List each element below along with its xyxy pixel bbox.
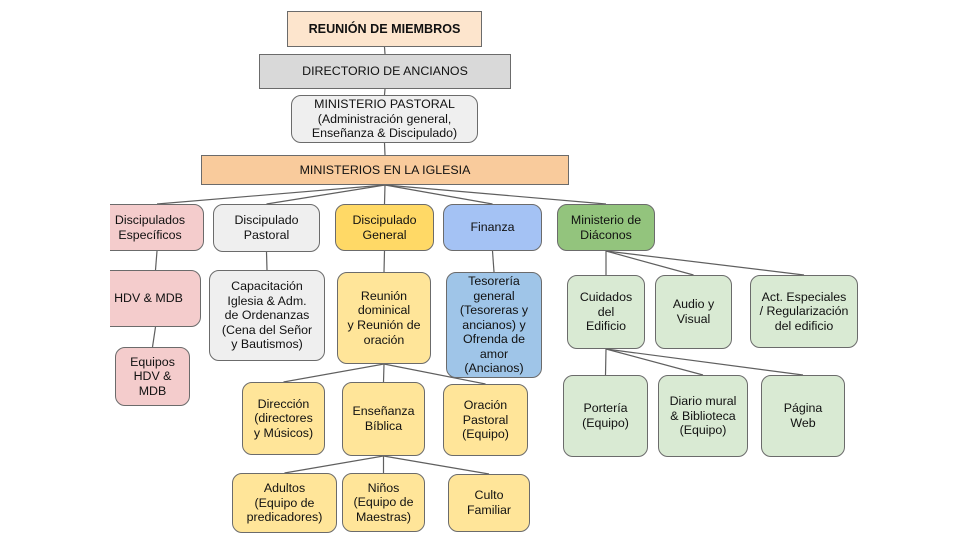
node-directorio-de-ancianos: DIRECTORIO DE ANCIANOS [259,54,511,89]
node-hdv-mdb: HDV & MDB [110,270,201,327]
node-discipulado-pastoral: Discipulado Pastoral [213,204,320,252]
node-cuidados-del-edificio: Cuidados del Edificio [567,275,645,349]
node-pagina-web: Página Web [761,375,845,457]
node-diario-mural: Diario mural & Biblioteca (Equipo) [658,375,748,457]
left-clip-region: Discipulados Específicos HDV & MDB [110,0,960,540]
node-ministerio-pastoral: MINISTERIO PASTORAL (Administración gene… [291,95,478,143]
node-discipulados-especificos: Discipulados Específicos [110,204,204,251]
node-act-especiales: Act. Especiales / Regularización del edi… [750,275,858,348]
node-adultos: Adultos (Equipo de predicadores) [232,473,337,533]
node-oracion-pastoral: Oración Pastoral (Equipo) [443,384,528,456]
node-ministerio-de-diaconos: Ministerio de Diáconos [557,204,655,251]
node-ministerios-en-la-iglesia: MINISTERIOS EN LA IGLESIA [201,155,569,185]
node-audio-y-visual: Audio y Visual [655,275,732,349]
node-culto-familiar: Culto Familiar [448,474,530,532]
node-ninos: Niños (Equipo de Maestras) [342,473,425,532]
node-discipulado-general: Discipulado General [335,204,434,251]
node-capacitacion: Capacitación Iglesia & Adm. de Ordenanza… [209,270,325,361]
node-tesoreria: Tesorería general (Tesoreras y ancianos)… [446,272,542,378]
node-finanza: Finanza [443,204,542,251]
node-direccion: Dirección (directores y Músicos) [242,382,325,455]
node-reunion-dominical: Reunión dominical y Reunión de oración [337,272,431,364]
node-equipos-hdv-mdb: Equipos HDV & MDB [115,347,190,406]
node-reunion-de-miembros: REUNIÓN DE MIEMBROS [287,11,482,47]
node-ensenanza-biblica: Enseñanza Bíblica [342,382,425,456]
node-porteria: Portería (Equipo) [563,375,648,457]
